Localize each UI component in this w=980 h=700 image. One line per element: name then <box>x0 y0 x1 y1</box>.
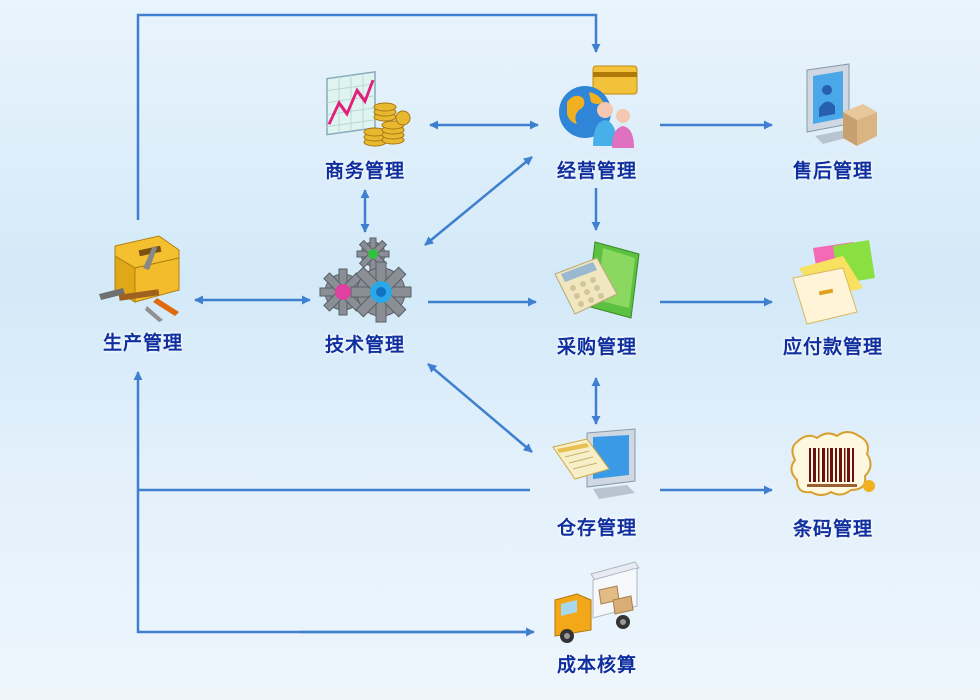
module-operations-label: 经营管理 <box>556 160 637 182</box>
computer-package-icon <box>806 63 877 146</box>
barcode-icon <box>790 431 875 496</box>
globe-users-icon <box>559 65 638 148</box>
folders-icon <box>792 240 875 325</box>
module-technology[interactable]: 技术管理 <box>290 236 440 357</box>
calculator-folder-icon <box>554 241 640 319</box>
chart-coins-icon <box>326 70 411 147</box>
module-costing-label: 成本核算 <box>556 654 637 676</box>
module-payables-label: 应付款管理 <box>782 336 883 358</box>
module-purchasing-label: 采购管理 <box>556 336 637 358</box>
module-costing[interactable]: 成本核算 <box>522 560 672 677</box>
toolbox-icon <box>99 235 180 322</box>
arrow-costing-to-production <box>133 371 532 634</box>
arrow-technology-warehouse <box>427 363 533 453</box>
monitor-book-icon <box>552 428 636 499</box>
module-after-sales-label: 售后管理 <box>792 160 873 182</box>
module-technology-label: 技术管理 <box>324 334 405 356</box>
module-business-label: 商务管理 <box>324 160 405 182</box>
module-barcode-label: 条码管理 <box>792 518 873 540</box>
module-after-sales[interactable]: 售后管理 <box>758 62 908 183</box>
module-operations[interactable]: 经营管理 <box>522 62 672 183</box>
arrow-technology-operations <box>424 156 533 246</box>
module-warehouse[interactable]: 仓存管理 <box>522 425 672 540</box>
truck-icon <box>554 561 640 643</box>
module-purchasing[interactable]: 采购管理 <box>522 238 672 359</box>
module-production[interactable]: 生产管理 <box>68 228 218 355</box>
module-payables[interactable]: 应付款管理 <box>758 238 908 359</box>
module-business[interactable]: 商务管理 <box>290 62 440 183</box>
gears-icon <box>319 237 412 323</box>
module-barcode[interactable]: 条码管理 <box>758 428 908 541</box>
module-warehouse-label: 仓存管理 <box>556 517 637 539</box>
arrow-production-to-operations <box>136 13 601 220</box>
module-production-label: 生产管理 <box>102 332 183 354</box>
